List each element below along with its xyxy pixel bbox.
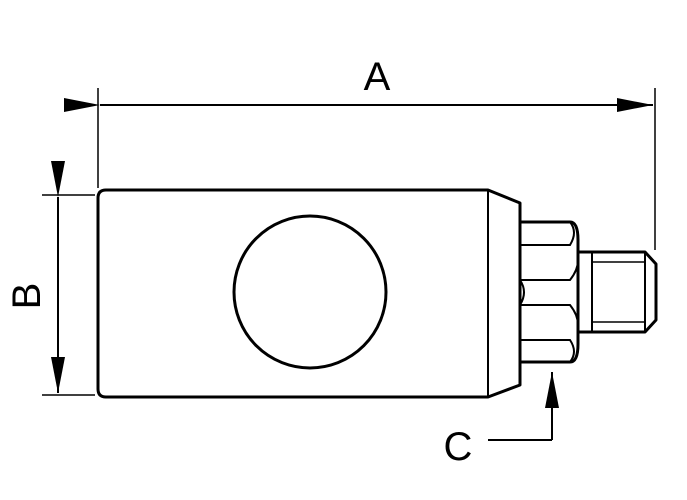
dimension-b: B bbox=[5, 161, 95, 396]
label-b: B bbox=[5, 283, 49, 310]
round-window bbox=[232, 214, 388, 370]
dimension-a: A bbox=[64, 55, 656, 250]
threaded-end bbox=[576, 250, 658, 334]
label-c: C bbox=[444, 425, 473, 469]
dimension-c: C bbox=[444, 372, 559, 469]
label-a: A bbox=[364, 55, 391, 99]
hex-nut bbox=[518, 220, 580, 364]
coupler-body bbox=[96, 188, 522, 399]
